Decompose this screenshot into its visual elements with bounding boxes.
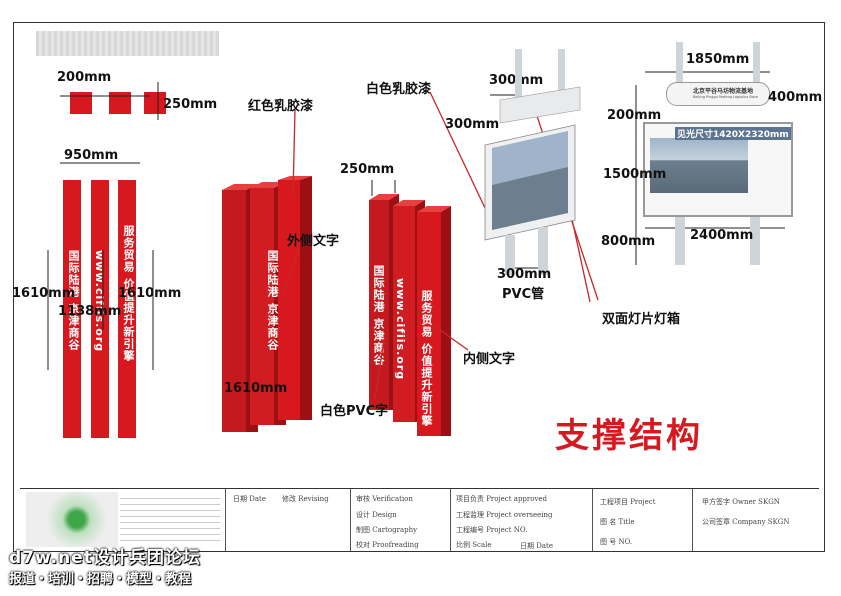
tb-title: 图 名 Title [600, 518, 635, 526]
tb-project-overseeing: 工程监理 Project overseeing [456, 511, 553, 519]
tb-project-approved: 项目负责 Project approved [456, 495, 548, 503]
structure-title: 支撑结构 [555, 416, 703, 456]
label-white-pvc: 白色PVC字 [320, 404, 389, 419]
redacted-header [36, 31, 219, 56]
tb-owner: 甲方签字 Owner SKGN [702, 498, 780, 506]
dim-250: 250mm [163, 97, 218, 112]
label-pvc-pipe: PVC管 [502, 287, 545, 302]
drawing-frame [13, 22, 825, 552]
square-1 [70, 92, 92, 114]
tb-project-no: 工程编号 Project NO. [456, 526, 528, 534]
dim-400: 400mm [768, 90, 823, 105]
sign-header: 北京平谷马坊物流基地 Beijing Pinggu Mafang Logisti… [666, 82, 770, 106]
pillar-3d-text-2: 国际陆港 京津商谷 [372, 265, 385, 366]
dim-1610-left: 1610mm [12, 286, 76, 301]
section-squares [60, 70, 230, 120]
sign-name: 北京平谷马坊物流基地 [693, 88, 754, 95]
dim-1610-right: 1610mm [118, 286, 182, 301]
tb-project: 工程项目 Project [600, 498, 656, 506]
dim-300-pvc: 300mm [497, 267, 552, 282]
lightbox-leg-left [675, 217, 685, 265]
tb-cartography: 制图 Cartography [356, 526, 418, 534]
flat-pillar-3-text: 服务贸易 价值提升新引擎 [122, 225, 135, 362]
visible-size: 见光尺寸1420X2320mm [675, 127, 791, 140]
tb-verification: 审核 Verification [356, 495, 413, 503]
title-block: 日期 Date 修改 Revising 审核 Verification 设计 D… [20, 488, 819, 551]
dim-800: 800mm [601, 234, 656, 249]
lightbox-panel: 见光尺寸1420X2320mm [643, 122, 793, 217]
tb-date: 日期 Date [233, 495, 266, 503]
square-3 [144, 92, 166, 114]
pillar-3d-text-3: www.cifiis.org [394, 278, 407, 381]
panel-photo [650, 138, 748, 193]
tb-company: 公司签章 Company SKGN [702, 518, 790, 526]
tb-revising: 修改 Revising [282, 495, 329, 503]
logo-block [26, 492, 118, 547]
tb-proofreading: 校对 Proofreading [356, 541, 419, 549]
label-red-latex: 红色乳胶漆 [248, 99, 314, 114]
lightbox-3d [484, 49, 581, 275]
dim-2400: 2400mm [690, 228, 754, 243]
watermark-line-1: d7w.net设计兵团论坛 [9, 548, 201, 568]
dim-200b: 200mm [607, 108, 662, 123]
dim-1500: 1500mm [603, 167, 667, 182]
flat-pillar-1-text: 国际陆港 京津商谷 [67, 250, 80, 351]
tb-no: 图 号 NO. [600, 538, 633, 546]
watermark-line-2: 报道・培训・招聘・模型・教程 [9, 572, 192, 587]
company-text-block [120, 493, 220, 545]
sign-post-left [676, 42, 683, 87]
label-white-latex: 白色乳胶漆 [366, 82, 432, 97]
dim-250-3d: 250mm [340, 162, 395, 177]
tb-date-2: 日期 Date [520, 542, 553, 550]
dim-200: 200mm [57, 70, 112, 85]
pillar-3d-text-1: 国际陆港 京津商谷 [266, 250, 279, 351]
dim-1850: 1850mm [686, 52, 750, 67]
dim-1138: 1138mm [58, 304, 122, 319]
dim-1610-3d: 1610mm [224, 381, 288, 396]
flat-pillar-3: 服务贸易 价值提升新引擎 [118, 180, 136, 438]
lightbox-leg-right [750, 217, 760, 265]
sign-post-right [753, 42, 760, 87]
pillars-3d-group1 [222, 176, 312, 432]
square-2 [109, 92, 131, 114]
label-lightbox: 双面灯片灯箱 [602, 312, 681, 327]
dim-950: 950mm [64, 148, 119, 163]
flat-pillar-1: 国际陆港 京津商谷 [63, 180, 81, 438]
pillars-3d-group2 [369, 194, 451, 436]
tb-scale: 比例 Scale [456, 541, 492, 549]
tb-design: 设计 Design [356, 511, 397, 519]
pillar-3d-text-4: 服务贸易 价值提升新引擎 [420, 290, 433, 427]
label-inner-text: 内侧文字 [463, 352, 516, 367]
dim-300-side: 300mm [445, 117, 500, 132]
sign-en: Beijing Pinggu Mafang Logistics Base [693, 95, 758, 99]
